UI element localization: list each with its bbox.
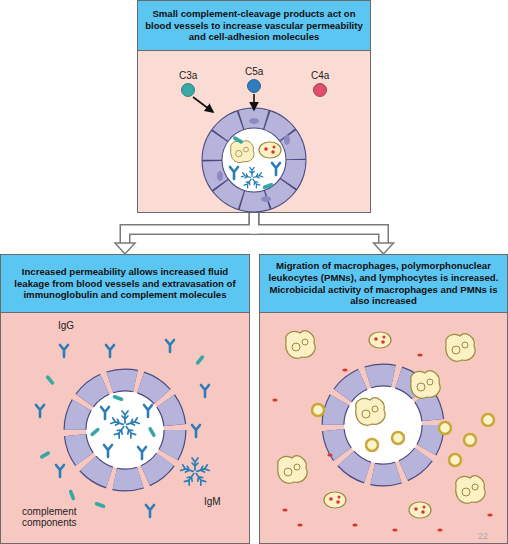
panel-heading: Small complement-cleavage products act o… [138,1,370,51]
panel-heading: Migration of macrophages, polymorphonucl… [260,255,507,313]
flow-arrow [254,213,384,244]
pointer-arrow [253,94,255,110]
heading-text: Increased permeability allows increased … [8,266,242,301]
c3a-dot [182,84,195,97]
flow-arrow [125,213,254,244]
figure-label: C3a [179,70,197,81]
flow-arrow [125,213,254,244]
figure-label: C4a [311,70,329,81]
flow-arrow [115,243,135,254]
figure-label: C5a [245,66,263,77]
heading-text: Small complement-cleavage products act o… [145,8,363,43]
figure-label: IgG [58,320,74,331]
heading-text: Migration of macrophages, polymorphonucl… [267,260,500,306]
blood-vessel [212,118,296,202]
c5a-dot [248,80,261,93]
figure-label: 22 [478,531,488,542]
flow-arrow [374,243,394,254]
c4a-dot [314,84,327,97]
flow-arrow [254,213,384,244]
figure-label: IgM [204,496,221,507]
figure-label: complement components [22,506,92,528]
panel-heading: Increased permeability allows increased … [1,255,249,313]
